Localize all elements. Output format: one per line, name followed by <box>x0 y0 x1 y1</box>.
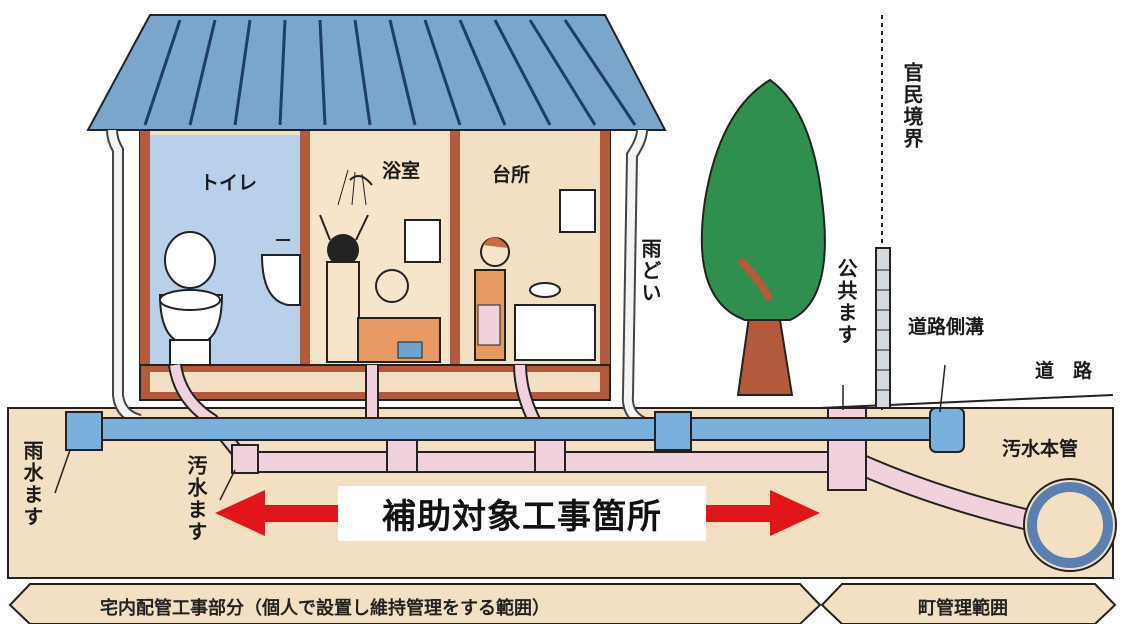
kitchen-sink <box>514 189 596 361</box>
label-road: 道 路 <box>1035 360 1093 382</box>
label-boundary: 官民境界 <box>900 62 924 150</box>
label-public-basin: 公共ます <box>834 258 858 346</box>
label-main-sewer: 汚水本管 <box>1002 438 1079 460</box>
roof <box>86 14 667 131</box>
kitchen-person <box>474 237 510 361</box>
leader-lines <box>54 364 946 501</box>
bottom-label-town: 町管理範囲 <box>918 598 1008 619</box>
wall-left <box>140 130 150 400</box>
subsidy-banner: 補助対象工事箇所 <box>338 486 706 541</box>
wall-divider-2 <box>450 130 460 395</box>
main-sewer-pipe <box>1023 478 1117 572</box>
bottom-band <box>8 583 1117 624</box>
coverage-arrow <box>215 490 820 536</box>
child-in-bath <box>357 269 441 363</box>
roof-top <box>86 14 667 131</box>
wall-right <box>600 130 610 400</box>
left-gutter-fill <box>108 129 142 424</box>
rain-pipes <box>65 407 965 453</box>
showering-person <box>319 169 373 363</box>
toilet-fixture <box>158 231 224 366</box>
wash-basin <box>260 239 301 306</box>
label-rain-basin: 雨水ます <box>20 440 44 528</box>
bathroom-mirror <box>404 219 441 263</box>
label-road-ditch: 道路側溝 <box>908 316 985 338</box>
label-sewage-basin: 汚水ます <box>184 455 208 543</box>
bottom-label-private: 宅内配管工事部分（個人で設置し維持管理をする範囲） <box>100 598 550 619</box>
room-label-kitchen: 台所 <box>492 164 531 186</box>
room-label-toilet: トイレ <box>200 172 258 194</box>
fence-pillar <box>875 247 891 409</box>
tree <box>700 78 826 396</box>
label-rain-gutter: 雨どい <box>638 238 662 304</box>
room-label-bathroom: 浴室 <box>382 160 421 182</box>
wall-divider-1 <box>300 130 310 395</box>
ground-line <box>819 394 1114 409</box>
roof-lines <box>143 19 637 126</box>
